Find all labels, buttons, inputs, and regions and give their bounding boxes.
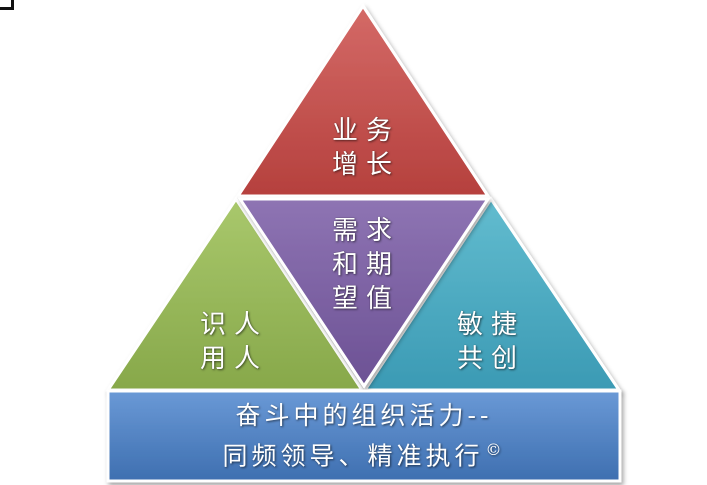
- right-label-line-1: 敏捷: [456, 310, 525, 340]
- center-label-line-1: 需求: [331, 216, 400, 246]
- center-label: 需求 和期 望值: [318, 214, 414, 316]
- copyright-icon: ©: [485, 439, 506, 459]
- center-triangle: [237, 197, 491, 389]
- base-bar: [106, 389, 622, 483]
- center-label-line-3: 望值: [331, 284, 400, 314]
- top-label-line-2: 增长: [331, 150, 400, 180]
- center-label-line-2: 和期: [331, 250, 400, 280]
- top-triangle: [235, 3, 491, 198]
- base-label-line-2-wrap: 同频领导、精准执行©: [222, 433, 505, 473]
- left-label-line-1: 识人: [199, 310, 268, 340]
- right-label: 敏捷 共创: [443, 308, 539, 376]
- left-label: 识人 用人: [186, 308, 282, 376]
- base-label: 奋斗中的组织活力-- 同频领导、精准执行©: [108, 391, 620, 481]
- base-label-line-2: 同频领导、精准执行: [222, 441, 484, 471]
- base-label-line-1: 奋斗中的组织活力--: [235, 400, 493, 430]
- right-label-line-2: 共创: [456, 344, 525, 374]
- corner-mark-icon: [0, 0, 14, 10]
- top-label-line-1: 业务: [331, 116, 400, 146]
- top-label: 业务 增长: [318, 114, 414, 182]
- left-label-line-2: 用人: [199, 344, 268, 374]
